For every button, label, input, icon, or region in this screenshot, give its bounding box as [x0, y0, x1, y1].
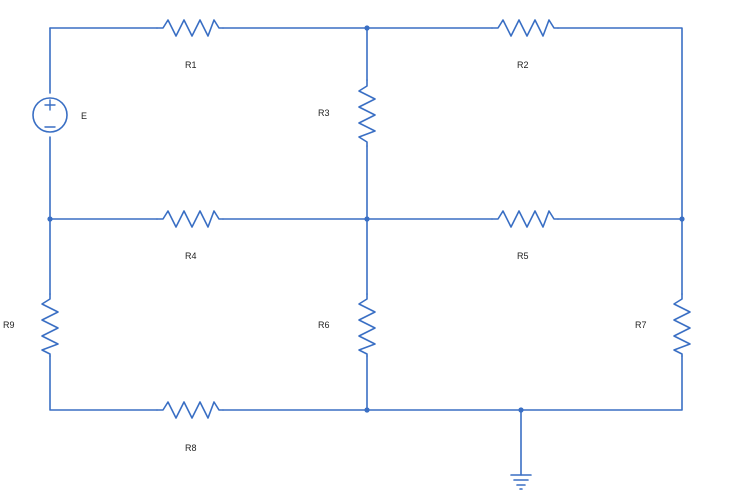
- label-r9: R9: [3, 320, 15, 330]
- label-r8: R8: [185, 443, 197, 453]
- plus-sign-icon: [44, 99, 56, 111]
- label-source-e: E: [81, 111, 87, 121]
- junction-nodes: [47, 25, 685, 413]
- resistor-r8: [156, 401, 224, 419]
- wire-left-lower: [49, 355, 158, 411]
- label-r6: R6: [318, 320, 330, 330]
- label-r3: R3: [318, 108, 330, 118]
- resistor-r2: [491, 19, 559, 37]
- junction-node: [364, 25, 370, 31]
- resistor-r5: [491, 210, 559, 228]
- voltage-source-circle: [32, 97, 68, 133]
- label-r2: R2: [517, 60, 529, 70]
- resistor-r6: [358, 293, 376, 357]
- wires: [49, 27, 683, 476]
- resistor-r4: [156, 210, 224, 228]
- junction-node: [679, 216, 685, 222]
- resistor-r9: [41, 293, 59, 357]
- component-labels: E R1 R2 R3 R4 R5 R6 R7 R8 R9: [3, 60, 647, 453]
- resistor-r7: [673, 293, 691, 357]
- junction-node: [518, 407, 524, 413]
- voltage-source: [32, 97, 68, 133]
- label-r1: R1: [185, 60, 197, 70]
- resistor-symbols: [41, 19, 691, 419]
- label-r4: R4: [185, 251, 197, 261]
- resistor-r1: [156, 19, 224, 37]
- junction-node: [47, 216, 53, 222]
- wire-right-lower: [222, 355, 683, 411]
- wire-middle-right: [557, 218, 683, 295]
- ground-symbol-icon: [510, 474, 532, 490]
- junction-node: [364, 407, 370, 413]
- wire-top-right: [557, 27, 683, 220]
- label-r5: R5: [517, 251, 529, 261]
- label-r7: R7: [635, 320, 647, 330]
- junction-node: [364, 216, 370, 222]
- resistor-r3: [358, 79, 376, 147]
